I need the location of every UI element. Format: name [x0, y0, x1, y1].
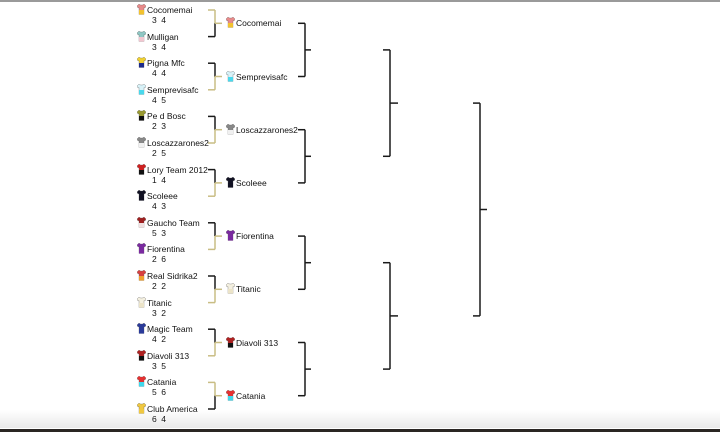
jersey-icon	[137, 163, 146, 175]
score: 2	[152, 254, 158, 265]
jersey-icon	[137, 216, 146, 228]
team-name: Gaucho Team	[147, 217, 200, 228]
jersey-icon	[226, 283, 235, 294]
team-name: Loscazzarones2	[147, 138, 209, 148]
score: 2	[152, 148, 158, 158]
team-name: Lory Team 2012	[147, 164, 208, 175]
score: 2	[161, 334, 167, 345]
score: 5	[152, 387, 158, 398]
team-name: Magic Team	[147, 324, 193, 335]
team-name: Mulligan	[147, 31, 179, 42]
score: 1	[152, 174, 158, 185]
team-name: Titanic	[236, 284, 261, 295]
team-name: Cocomemai	[236, 18, 282, 29]
team-name: Diavoli 313	[236, 337, 279, 348]
team-name: Fiorentina	[236, 231, 274, 242]
team-name: Pigna Mfc	[147, 58, 185, 69]
score: 2	[152, 121, 158, 132]
score: 6	[152, 414, 158, 424]
jersey-icon	[137, 83, 146, 95]
team-name: Catania	[236, 390, 266, 401]
jersey-icon	[137, 349, 146, 361]
score: 4	[152, 68, 158, 79]
jersey-icon	[137, 296, 146, 308]
bottom-bar	[0, 429, 720, 432]
score: 5	[161, 360, 167, 371]
jersey-icon	[137, 323, 146, 334]
bottom-fade	[0, 410, 720, 428]
score: 5	[161, 94, 167, 105]
score: 3	[161, 201, 167, 212]
score: 4	[161, 15, 167, 25]
team-name: Cocomemai	[147, 5, 193, 15]
team-name: Scoleee	[147, 191, 178, 202]
score: 4	[152, 201, 158, 212]
team-name: Real Sidrika2	[147, 271, 198, 281]
score: 4	[161, 414, 167, 424]
jersey-icon	[226, 336, 235, 348]
score: 2	[161, 307, 167, 318]
jersey-icon	[137, 110, 146, 122]
jersey-icon	[226, 230, 235, 241]
score: 3	[161, 121, 167, 132]
score: 4	[152, 94, 158, 105]
score: 4	[152, 334, 158, 345]
jersey-icon	[226, 176, 235, 188]
jersey-icon	[137, 30, 146, 42]
team-name: Catania	[147, 377, 177, 388]
team-name: Pe d Bosc	[147, 111, 186, 122]
score: 3	[152, 41, 158, 52]
jersey-icon	[137, 376, 146, 388]
score: 3	[152, 307, 158, 318]
score: 5	[152, 227, 158, 238]
team-name: Fiorentina	[147, 244, 185, 255]
score: 3	[152, 360, 158, 371]
jersey-icon	[137, 57, 146, 68]
jersey-icon	[137, 270, 146, 281]
jersey-icon	[226, 123, 235, 135]
top-border	[0, 0, 720, 2]
team-name: Titanic	[147, 297, 172, 308]
score: 6	[161, 387, 167, 398]
jersey-icon	[137, 190, 146, 201]
jersey-icon	[137, 137, 146, 148]
jersey-icon	[137, 4, 146, 15]
team-name: Loscazzarones2	[236, 124, 298, 135]
score: 4	[161, 41, 167, 52]
score: 4	[161, 174, 167, 185]
jersey-icon	[226, 70, 235, 82]
team-name: Club America	[147, 404, 198, 414]
team-name: Scoleee	[236, 177, 267, 188]
team-name: Diavoli 313	[147, 350, 190, 361]
jersey-icon	[137, 243, 146, 255]
score: 3	[152, 15, 158, 25]
score: 5	[161, 148, 167, 158]
score: 2	[152, 281, 158, 291]
score: 3	[161, 227, 167, 238]
score: 4	[161, 68, 167, 79]
jersey-icon	[226, 389, 235, 401]
team-name: Semprevisafc	[147, 84, 199, 95]
jersey-icon	[137, 403, 146, 414]
team-name: Semprevisafc	[236, 71, 288, 82]
score: 6	[161, 254, 167, 265]
jersey-icon	[226, 17, 235, 28]
score: 2	[161, 281, 167, 291]
